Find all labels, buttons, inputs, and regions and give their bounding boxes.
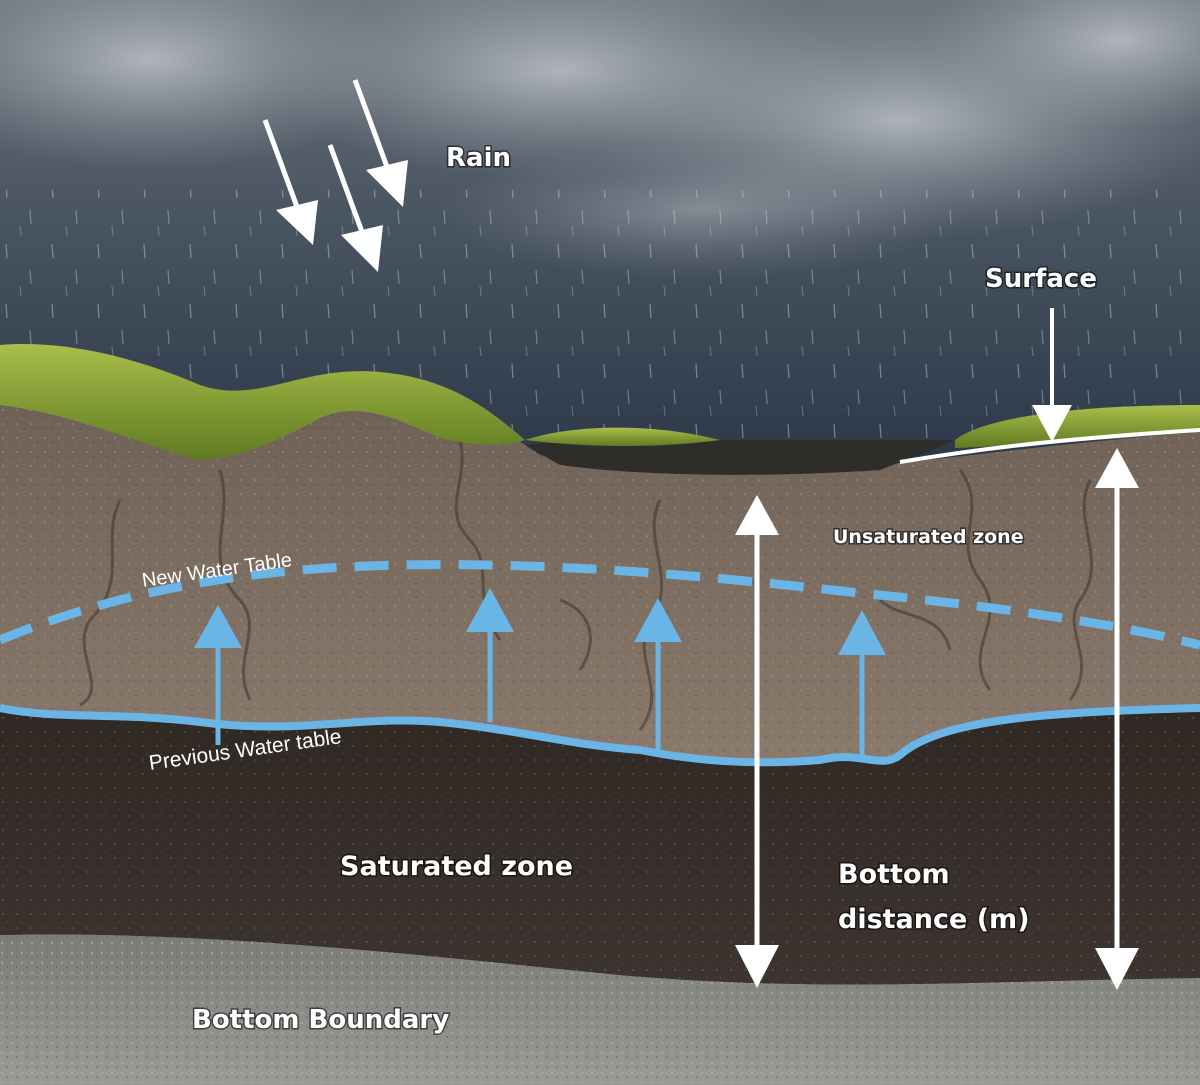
previous-water-table-line [0, 704, 1200, 767]
grass-right [955, 405, 1200, 448]
arrow-up-icon [466, 588, 514, 722]
surface-line [899, 428, 1200, 464]
arrow-down-icon [1032, 308, 1072, 442]
arrow-up-icon [838, 610, 886, 755]
distance-arrows [735, 448, 1139, 990]
rise-arrows [194, 588, 886, 755]
arrow-down-right-icon [327, 144, 383, 272]
arrow-up-icon [194, 605, 242, 745]
grass-left [0, 344, 525, 460]
bottom-boundary-label: Bottom Boundary [192, 1005, 449, 1035]
soil-cracks [79, 439, 1094, 731]
saturated-zone-label: Saturated zone [340, 851, 573, 882]
rain-arrows [262, 79, 408, 272]
surface-pond [525, 439, 955, 475]
bottom-distance-label-line1: Bottom [838, 859, 950, 890]
arrow-down-right-icon [262, 119, 318, 245]
arrow-up-icon [634, 598, 682, 750]
double-headed-vertical-arrow-icon [735, 495, 779, 988]
surface-label: Surface [985, 264, 1097, 294]
bottom-distance-label-line2: distance (m) [838, 904, 1030, 935]
sky [0, 0, 1200, 470]
double-headed-vertical-arrow-icon [1095, 448, 1139, 990]
grass-middle [525, 427, 720, 446]
unsaturated-zone-label: Unsaturated zone [833, 526, 1024, 548]
rain-label: Rain [446, 143, 511, 173]
arrow-down-right-icon [352, 79, 408, 207]
